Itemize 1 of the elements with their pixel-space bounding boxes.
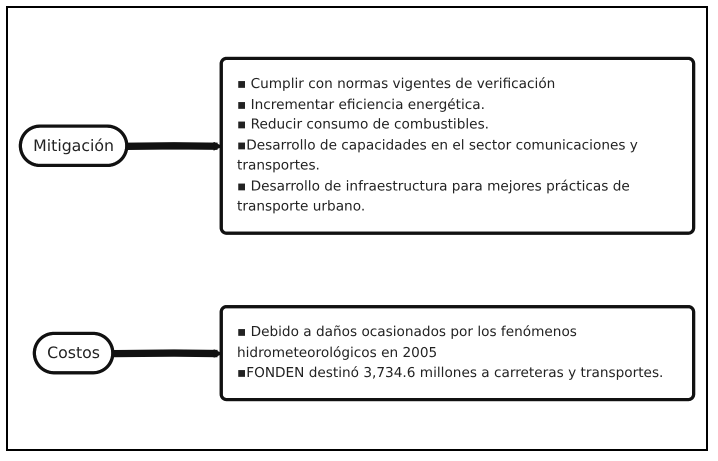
diagram-frame: Mitigación ▪ Cumplir con normas vigentes de verificación ▪ Incrementar eficiencia energética. ▪ Reducir consumo de combustibles. ▪Desarrollo de capacidades en el sector comunicaciones y transportes. ▪ Desarrollo de infraestructura para mejores prácticas de transporte urbano. Costos ▪ Debido a daños ocasionados por los fenómenos hidrometeorológicos en 2005 ▪FONDEN destinó 3,734.6 millones a carreteras y transportes. bbox=[6, 6, 708, 451]
